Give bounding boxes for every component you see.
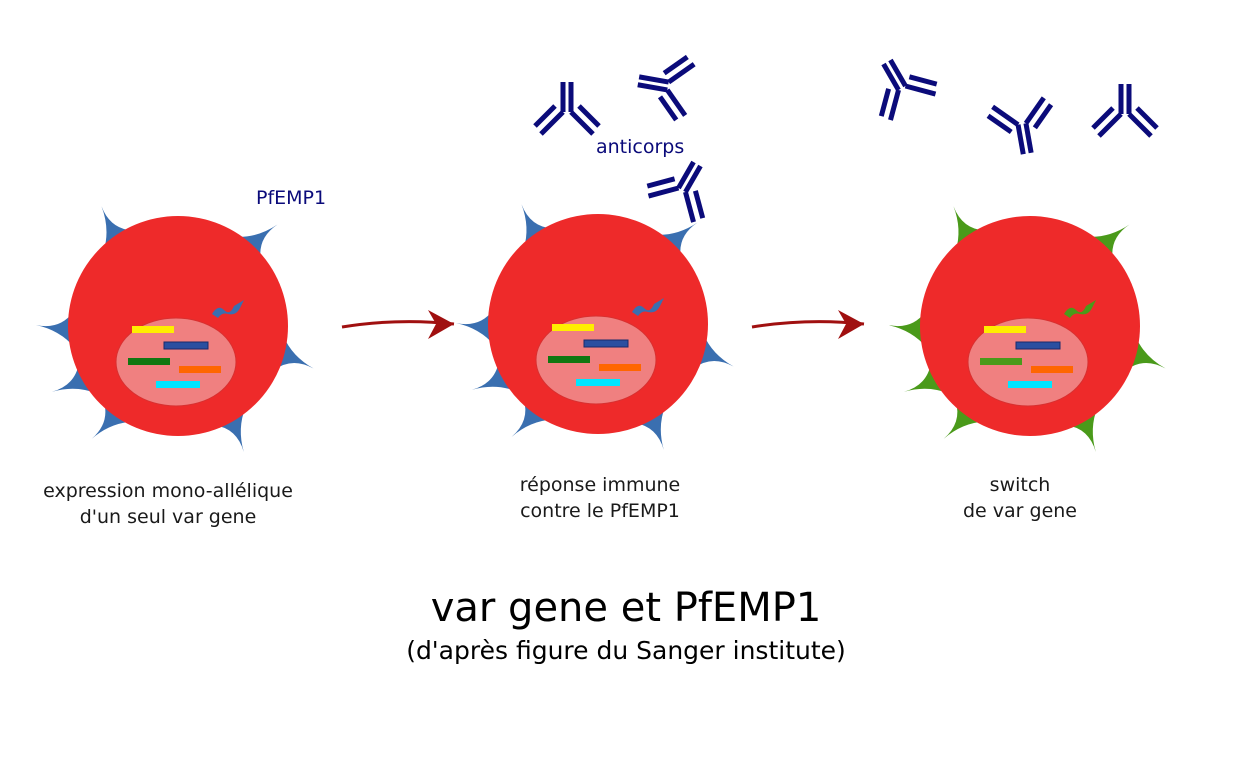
- process-arrow-1: [341, 310, 455, 339]
- antibody-icon: [1091, 84, 1159, 138]
- pfemp1-label: PfEMP1: [256, 187, 327, 209]
- var-gene-bar: [548, 356, 590, 363]
- var-gene-bar: [980, 358, 1022, 365]
- stage-2-caption: réponse immune contre le PfEMP1: [450, 472, 750, 524]
- pfemp1-protein: [35, 311, 75, 348]
- var-gene-bar: [1008, 381, 1052, 388]
- exported-protein: [632, 298, 664, 316]
- var-gene-bar: [599, 364, 641, 371]
- red-blood-cell-1: [35, 206, 314, 452]
- antibody-icon: [637, 54, 696, 122]
- var-gene-bar: [163, 341, 209, 350]
- antibody-icon: [878, 58, 938, 121]
- var-gene-bar: [576, 379, 620, 386]
- var-gene-bar: [1031, 366, 1073, 373]
- pfemp1-protein: [101, 206, 134, 252]
- pfemp1-protein: [943, 400, 986, 439]
- var-gene-bar: [128, 358, 170, 365]
- pfemp1-protein: [455, 309, 495, 346]
- pfemp1-protein: [234, 224, 278, 261]
- exported-protein: [212, 300, 244, 318]
- pfemp1-protein: [953, 206, 986, 252]
- arrow-head: [838, 310, 864, 339]
- pfemp1-protein: [1086, 224, 1130, 261]
- stage-3-caption-line1: switch: [989, 474, 1051, 496]
- pfemp1-protein: [887, 311, 927, 348]
- var-gene-bar: [179, 366, 221, 373]
- var-gene-bar: [132, 326, 174, 333]
- arrow-head: [428, 310, 454, 339]
- pfemp1-protein: [511, 398, 554, 437]
- antibody-icon: [646, 160, 706, 223]
- var-gene-bar: [552, 324, 594, 331]
- pfemp1-protein: [654, 222, 698, 259]
- var-gene-bar: [984, 326, 1026, 333]
- nucleus: [535, 315, 657, 405]
- var-gene-bar: [583, 339, 629, 348]
- pfemp1-protein: [521, 204, 554, 250]
- nucleus: [967, 317, 1089, 407]
- antibody-icon: [986, 96, 1054, 155]
- diagram-title: var gene et PfEMP1: [430, 585, 822, 631]
- stage-3-caption: switch de var gene: [870, 472, 1170, 524]
- red-blood-cell-2: [455, 204, 734, 450]
- stage-1-caption-line1: expression mono-allélique: [43, 480, 293, 502]
- stage-2-caption-line1: réponse immune: [519, 474, 681, 496]
- pfemp1-protein: [91, 400, 134, 439]
- exported-protein: [1064, 300, 1096, 318]
- process-arrow-2: [751, 310, 865, 339]
- var-gene-bar: [156, 381, 200, 388]
- diagram-subtitle: (d'après figure du Sanger institute): [406, 636, 846, 665]
- stage-1-caption-line2: d'un seul var gene: [79, 506, 257, 528]
- nucleus: [115, 317, 237, 407]
- stage-2-caption-line2: contre le PfEMP1: [520, 500, 680, 522]
- stage-1-caption: expression mono-allélique d'un seul var …: [18, 478, 318, 530]
- stage-3-caption-line2: de var gene: [962, 500, 1077, 522]
- anticorps-label: anticorps: [596, 136, 685, 158]
- var-gene-bar: [1015, 341, 1061, 350]
- red-blood-cell-3: [887, 206, 1166, 452]
- antibody-icon: [533, 82, 601, 136]
